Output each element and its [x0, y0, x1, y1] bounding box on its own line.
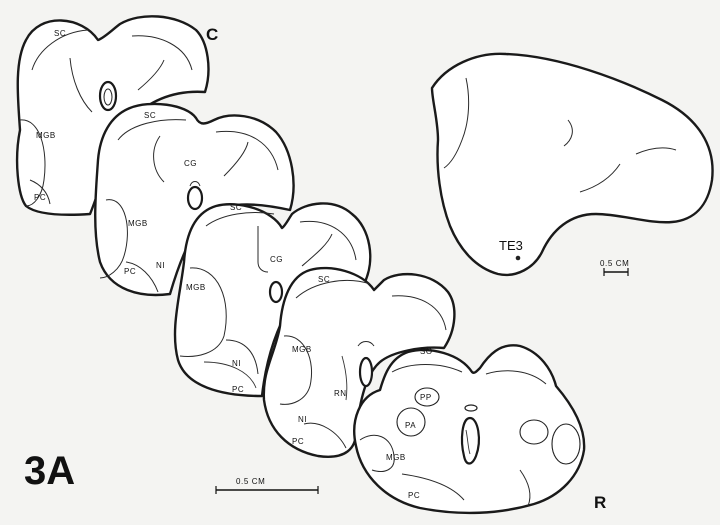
- section-2-sc-label: SC: [144, 111, 156, 120]
- section-scale-bar-label: 0.5 CM: [236, 477, 265, 486]
- brain-scale-bar-label: 0.5 CM: [600, 259, 629, 268]
- caudal-marker: C: [206, 25, 218, 44]
- section-2-ni-label: NI: [156, 261, 165, 270]
- section-1-pc-label: PC: [34, 193, 46, 202]
- section-3-cg-label: CG: [270, 255, 283, 264]
- section-5-pc-label: PC: [408, 491, 420, 500]
- section-3-ni-label: NI: [232, 359, 241, 368]
- section-4-ni-label: NI: [298, 415, 307, 424]
- section-3-sc-label: SC: [230, 203, 242, 212]
- section-5-pp-label: PP: [420, 393, 432, 402]
- section-3-mgb-label: MGB: [186, 283, 206, 292]
- brain-lateral-view: TE3: [432, 54, 713, 275]
- recording-site-marker: [516, 256, 521, 261]
- brain-outline: [432, 54, 713, 275]
- panel-label: 3A: [24, 449, 75, 493]
- section-4-pc-label: PC: [292, 437, 304, 446]
- section-5-mgb-label: MGB: [386, 453, 406, 462]
- section-5-pa-label: PA: [405, 421, 416, 430]
- rostral-marker: R: [594, 493, 606, 512]
- section-3-pc-label: PC: [232, 385, 244, 394]
- section-1-mgb-label: MGB: [36, 131, 56, 140]
- section-5: SO PP PA MGB PC: [354, 345, 584, 513]
- brain-scale-bar: 0.5 CM: [600, 259, 629, 276]
- section-4-sc-label: SC: [318, 275, 330, 284]
- section-5-so-label: SO: [420, 347, 433, 356]
- section-2-cg-label: CG: [184, 159, 197, 168]
- section-2-pc-label: PC: [124, 267, 136, 276]
- section-4-mgb-label: MGB: [292, 345, 312, 354]
- section-2-mgb-label: MGB: [128, 219, 148, 228]
- te3-label: TE3: [499, 238, 523, 253]
- section-1-sc-label: SC: [54, 29, 66, 38]
- section-scale-bar: 0.5 CM: [216, 477, 318, 494]
- section-4-rn-label: RN: [334, 389, 347, 398]
